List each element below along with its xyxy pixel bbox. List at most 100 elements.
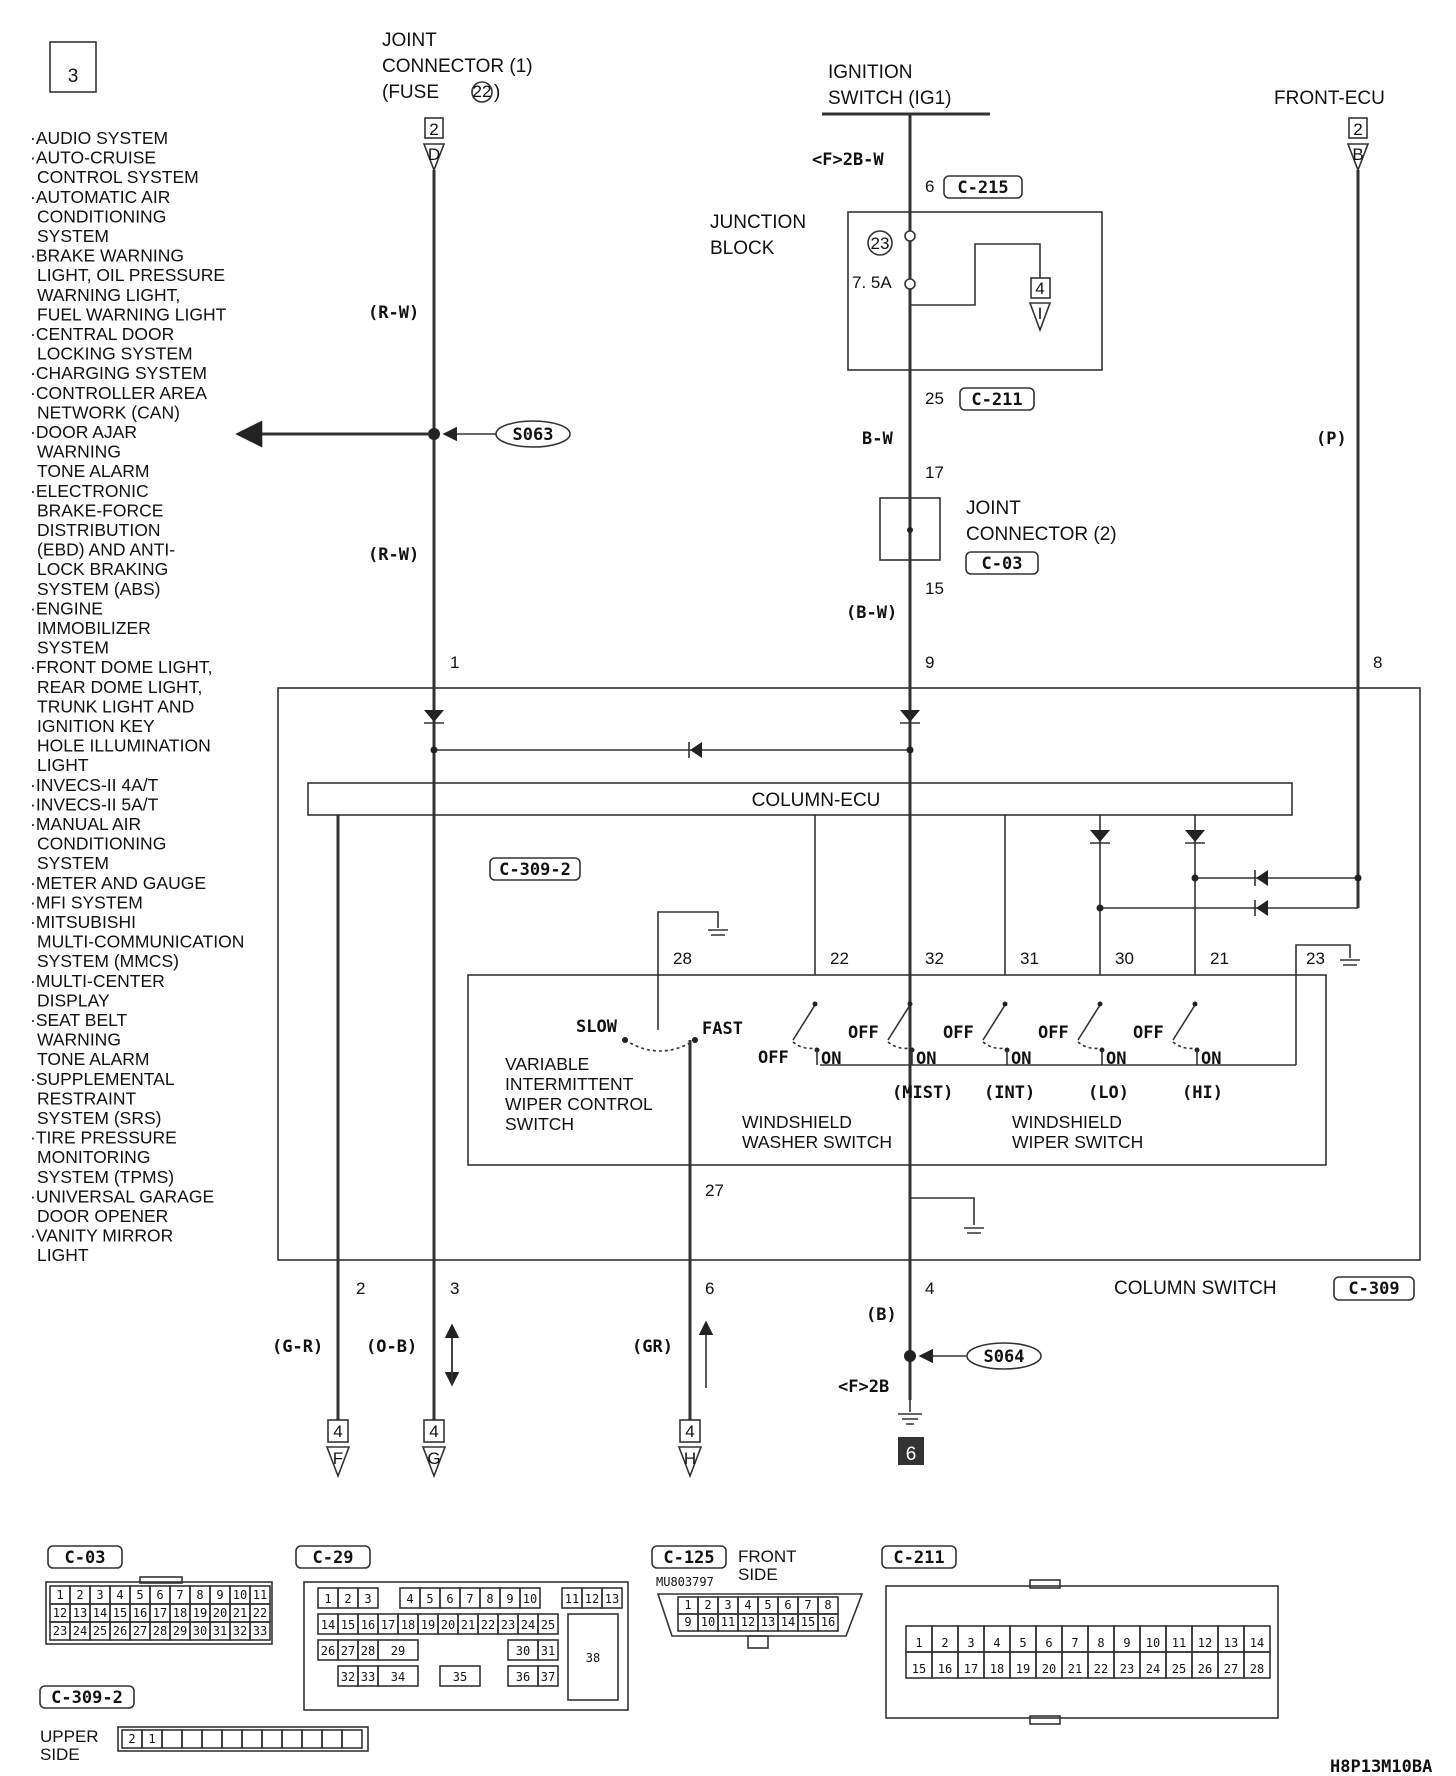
p-label: (P) bbox=[1316, 429, 1347, 449]
system-line: ·CENTRAL DOOR bbox=[30, 324, 174, 344]
pin-number: 20 bbox=[213, 1606, 227, 1620]
system-line: ·SUPPLEMENTAL bbox=[30, 1069, 175, 1089]
ground-28 bbox=[708, 929, 728, 936]
pin-number: 1 bbox=[56, 1588, 63, 1602]
out-page: 4 bbox=[685, 1422, 694, 1441]
pin-number: 25 bbox=[93, 1624, 107, 1638]
pin-number: 34 bbox=[391, 1670, 405, 1684]
pin-number: 14 bbox=[1250, 1636, 1264, 1650]
pin-15: 15 bbox=[925, 579, 944, 598]
pin-cell bbox=[261, 1729, 283, 1749]
wiper-1: WINDSHIELD bbox=[1012, 1112, 1122, 1132]
column-switch-box bbox=[277, 687, 1421, 1261]
pin-number: 3 bbox=[364, 1592, 371, 1606]
s063-label: S063 bbox=[513, 425, 554, 445]
ig-wire-color: <F>2B-W bbox=[812, 150, 884, 170]
lg-c309-2-label: C-309-2 bbox=[51, 1688, 123, 1708]
pin-number: 18 bbox=[173, 1606, 187, 1620]
pin-number: 15 bbox=[113, 1606, 127, 1620]
var-4: SWITCH bbox=[505, 1114, 574, 1134]
pin-number: 2 bbox=[344, 1592, 351, 1606]
system-line: TONE ALARM bbox=[37, 1049, 150, 1069]
system-line: SYSTEM bbox=[37, 638, 109, 658]
system-line: FUEL WARNING LIGHT bbox=[37, 304, 227, 324]
joint2-box bbox=[879, 497, 941, 561]
system-line: TRUNK LIGHT AND bbox=[37, 696, 194, 716]
column-ecu-label: COLUMN-ECU bbox=[752, 790, 881, 811]
pin-cell bbox=[601, 1587, 623, 1609]
pin-cell bbox=[357, 1587, 379, 1609]
pin-number: 22 bbox=[1094, 1662, 1108, 1676]
jb-page-box bbox=[1030, 277, 1051, 299]
pin-cell bbox=[377, 1639, 419, 1661]
c309-2-tag bbox=[489, 857, 581, 881]
system-line: LIGHT, OIL PRESSURE bbox=[37, 265, 225, 285]
pin-number: 11 bbox=[721, 1615, 735, 1629]
pin-number: 37 bbox=[541, 1670, 555, 1684]
s064-oval bbox=[966, 1342, 1042, 1370]
pin-number: 5 bbox=[426, 1592, 433, 1606]
pin-number: 12 bbox=[53, 1606, 67, 1620]
system-line: SYSTEM bbox=[37, 226, 109, 246]
splice-dot bbox=[428, 428, 440, 440]
pin-number: 2 bbox=[704, 1598, 711, 1612]
system-line: SYSTEM (SRS) bbox=[37, 1108, 161, 1128]
lg-c29-tag bbox=[295, 1545, 371, 1569]
pin-number: 16 bbox=[938, 1662, 952, 1676]
system-line: SYSTEM (MMCS) bbox=[37, 951, 179, 971]
pin-number: 14 bbox=[781, 1615, 795, 1629]
pin-number: 23 bbox=[53, 1624, 67, 1638]
f2b-label: <F>2B bbox=[838, 1377, 889, 1397]
pin-cell bbox=[161, 1729, 183, 1749]
pin-cell bbox=[537, 1613, 559, 1635]
pin-number: 26 bbox=[113, 1624, 127, 1638]
out-pin-3: 3 bbox=[450, 1279, 459, 1298]
ignition-title-1: IGNITION bbox=[828, 62, 912, 83]
system-line: REAR DOME LIGHT, bbox=[37, 677, 202, 697]
int-label: (INT) bbox=[984, 1083, 1035, 1103]
pin-number: 27 bbox=[1224, 1662, 1238, 1676]
pin-number: 28 bbox=[1250, 1662, 1264, 1676]
hi-label: (HI) bbox=[1182, 1083, 1223, 1103]
joint2-title-2: CONNECTOR (2) bbox=[966, 524, 1117, 545]
ground-4 bbox=[964, 1227, 984, 1234]
pin-number: 20 bbox=[441, 1618, 455, 1632]
system-line: DOOR OPENER bbox=[37, 1206, 168, 1226]
var-1: VARIABLE bbox=[505, 1054, 589, 1074]
diode-9 bbox=[900, 710, 920, 722]
pin-number: 31 bbox=[213, 1624, 227, 1638]
fuse-end-bottom bbox=[904, 278, 916, 290]
washer-1: WINDSHIELD bbox=[742, 1112, 852, 1132]
switch-blade bbox=[1077, 1004, 1101, 1041]
pin-number: 3 bbox=[724, 1598, 731, 1612]
joint1-title-2: CONNECTOR (1) bbox=[382, 56, 533, 77]
system-line: LIGHT bbox=[37, 755, 89, 775]
slow-label: SLOW bbox=[576, 1017, 618, 1037]
lo-label: (LO) bbox=[1088, 1083, 1129, 1103]
pin-number: 26 bbox=[1198, 1662, 1212, 1676]
out-pin-2: 2 bbox=[356, 1279, 365, 1298]
system-line: ·DOOR AJAR bbox=[30, 422, 137, 442]
pin-number: 8 bbox=[196, 1588, 203, 1602]
pin-cell bbox=[281, 1729, 303, 1749]
lg-c125-label: C-125 bbox=[663, 1548, 714, 1568]
lg-c03-label: C-03 bbox=[65, 1548, 106, 1568]
c309-2-label: C-309-2 bbox=[499, 860, 571, 880]
rw-label-2: (R-W) bbox=[368, 545, 419, 565]
out-page: 4 bbox=[429, 1422, 438, 1441]
system-line: ·AUTOMATIC AIR bbox=[30, 187, 170, 207]
pin-21: 21 bbox=[1210, 949, 1229, 968]
pin-number: 15 bbox=[801, 1615, 815, 1629]
pin-number: 33 bbox=[253, 1624, 267, 1638]
pin-number: 7 bbox=[466, 1592, 473, 1606]
on-label: ON bbox=[1011, 1049, 1031, 1069]
pin-number: 27 bbox=[133, 1624, 147, 1638]
off-label: OFF bbox=[848, 1023, 879, 1043]
system-line: ·INVECS-II 4A/T bbox=[30, 775, 159, 795]
column-ecu-box bbox=[307, 782, 1293, 816]
out-page: 4 bbox=[333, 1422, 342, 1441]
out-page-box bbox=[423, 1419, 445, 1443]
pin-number: 22 bbox=[481, 1618, 495, 1632]
